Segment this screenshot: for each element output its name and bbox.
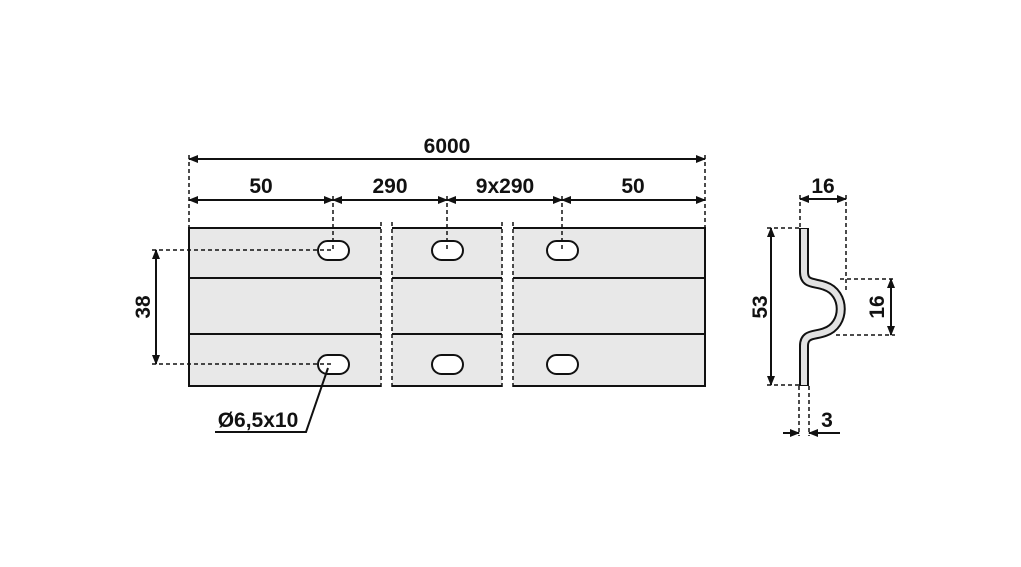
dimension-hole-row-spacing: 38 — [132, 295, 155, 319]
dimension-hole-pitch-repeat: 9x290 — [476, 175, 534, 198]
slot-hole — [431, 240, 464, 261]
break-gap — [380, 222, 393, 390]
dimension-end-offset-right: 50 — [621, 175, 644, 198]
dimension-overall-length: 6000 — [424, 135, 471, 158]
dimension-profile-height: 53 — [749, 295, 772, 318]
profile-view: 16 53 16 3 — [749, 175, 895, 437]
profile-section — [799, 228, 846, 386]
slot-hole — [546, 354, 579, 375]
dimension-hole-pitch: 290 — [372, 175, 407, 198]
dimension-thickness: 3 — [821, 409, 833, 432]
slot-size-label: Ø6,5x10 — [218, 409, 299, 432]
plate-view: 6000 50 290 9x290 50 38 Ø6,5x10 — [132, 135, 706, 433]
slot-hole — [431, 354, 464, 375]
dimension-end-offset-left: 50 — [249, 175, 272, 198]
slot-hole — [546, 240, 579, 261]
slot-leader-line — [215, 367, 329, 433]
dimension-profile-width: 16 — [811, 175, 834, 198]
slot-hole — [317, 354, 350, 375]
break-gap — [501, 222, 514, 390]
dimension-bulge-height: 16 — [866, 295, 889, 318]
